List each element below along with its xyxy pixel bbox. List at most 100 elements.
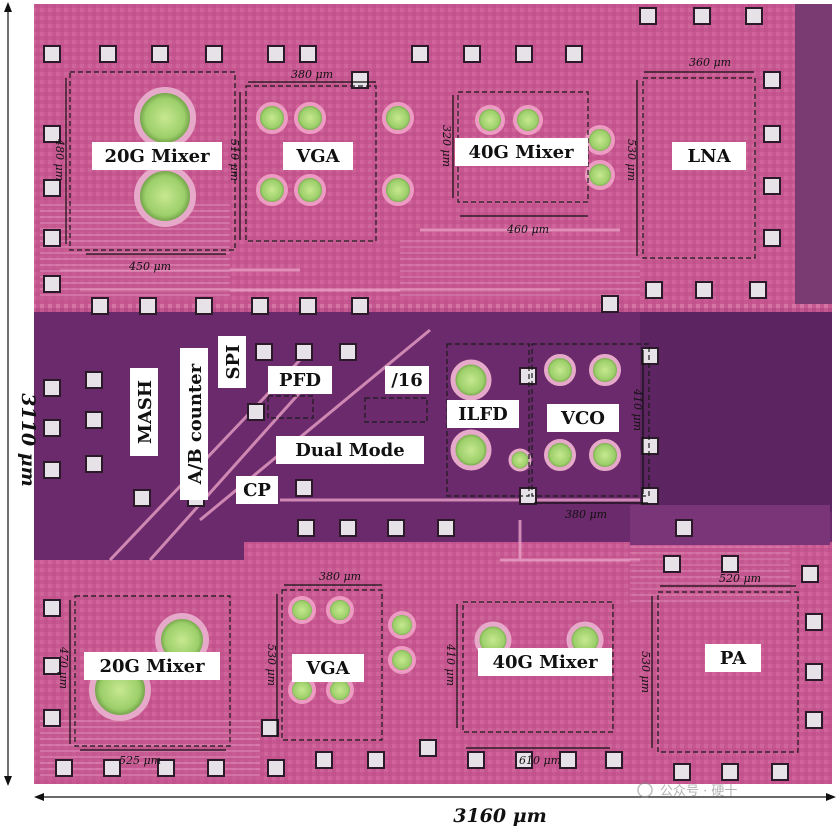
bond-pad [771,763,789,781]
dim-vga-top-w: 380 μm [291,68,333,81]
bond-pad [519,367,537,385]
dim-20g-mixer-bottom-h: 470 μm [57,646,70,689]
bond-pad [299,297,317,315]
label-pa: PA [720,648,747,669]
bond-pad [43,275,61,293]
dim-vco-h: 410 μm [631,388,644,431]
bond-pad [43,461,61,479]
bond-pad [645,281,663,299]
bond-pad [805,663,823,681]
bond-pad [559,751,577,769]
bond-pad [339,519,357,537]
dim-vco-w: 380 μm [565,508,607,521]
label-20g-mixer-top: 20G Mixer [104,146,210,167]
bond-pad [85,455,103,473]
bond-pad [315,751,333,769]
bond-pad [251,297,269,315]
bond-pad [639,7,657,25]
bond-pad [695,281,713,299]
dim-vga-bottom-h: 530 μm [265,644,278,686]
label-dual-mode: Dual Mode [295,440,404,461]
bond-pad [745,7,763,25]
bond-pad [601,295,619,313]
dim-20g-mixer-top-w: 450 μm [128,260,171,273]
bond-pad [43,657,61,675]
watermark-text: 公众号 · 硬十 [660,784,737,799]
dimension-arrows [4,2,836,801]
bond-pad [297,519,315,537]
bond-pad [463,45,481,63]
bond-pad [641,347,659,365]
label-vco: VCO [560,408,605,429]
bond-pad [411,45,429,63]
bond-pad [749,281,767,299]
label-20g-mixer-bottom: 20G Mixer [99,656,205,677]
bond-pad [85,411,103,429]
bond-pad [801,565,819,583]
dim-40g-mixer-top-h: 320 μm [440,125,453,167]
bond-pad [133,489,151,507]
bond-pad [207,759,225,777]
dim-pa-h: 530 μm [639,651,652,693]
bond-pad [605,751,623,769]
bond-pad [99,45,117,63]
bond-pad [43,599,61,617]
bond-pad [339,343,357,361]
inductors [89,87,621,721]
bond-pad [721,763,739,781]
label-40g-mixer-top: 40G Mixer [468,142,574,163]
dim-chip-width: 3160 μm [453,805,547,827]
label-ilfd: ILFD [458,404,507,425]
dim-pa-w: 520 μm [719,572,761,585]
label-ab-counter: A/B counter [185,363,206,485]
bond-pad [763,177,781,195]
bond-pad [663,555,681,573]
bond-pad [247,403,265,421]
dim-vga-top-h: 510 μm [228,139,241,181]
dim-20g-mixer-bottom-w: 525 μm [119,754,161,767]
dim-20g-mixer-top-h: 480 μm [53,138,66,181]
bond-pad [515,751,533,769]
bond-pad [351,71,369,89]
wechat-icon [637,782,653,798]
label-lna: LNA [687,146,731,167]
bond-pad [267,759,285,777]
bond-pad [157,759,175,777]
bond-pad [295,343,313,361]
bond-pad [151,45,169,63]
bond-pad [91,297,109,315]
bond-pad [693,7,711,25]
bond-pad [43,179,61,197]
bond-pad [675,519,693,537]
bond-pad [367,751,385,769]
bond-pad [43,125,61,143]
bond-pad [805,613,823,631]
bond-pad [763,125,781,143]
bond-pad [437,519,455,537]
block-labels: 20G Mixer VGA 40G Mixer LNA MASH A/B cou… [84,138,761,682]
bond-pad [195,297,213,315]
dim-vga-bottom-w: 380 μm [319,570,361,583]
bond-pad [43,379,61,397]
dimension-labels: 480 μm 450 μm 380 μm 510 μm 320 μm 460 μ… [17,56,761,827]
bond-pad [295,479,313,497]
bond-pad [673,763,691,781]
label-vga-bottom: VGA [305,658,350,679]
bond-pad [515,45,533,63]
bond-pad [565,45,583,63]
watermark: 公众号 · 硬十 [637,782,737,799]
bond-pad [805,711,823,729]
bond-pad [763,71,781,89]
label-mash: MASH [135,380,156,444]
bond-pads [43,7,823,781]
bond-pad [43,709,61,727]
bond-pad [55,759,73,777]
label-div16: /16 [391,370,423,391]
dim-40g-mixer-top-w: 460 μm [506,223,549,236]
bond-pad [387,519,405,537]
bond-pad [763,229,781,247]
bond-pad [299,45,317,63]
dim-40g-mixer-bottom-h: 410 μm [444,643,457,686]
bond-pad [351,297,369,315]
